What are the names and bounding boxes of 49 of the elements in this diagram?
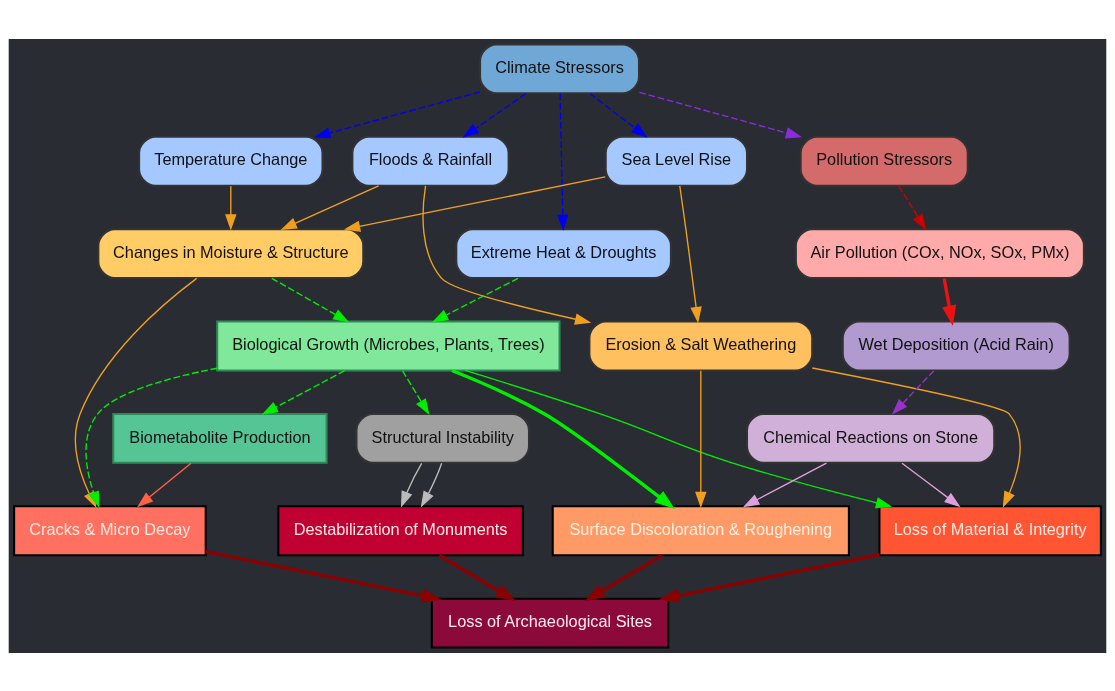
- arrow: [261, 369, 346, 415]
- arrow: [280, 184, 380, 230]
- arrow: [589, 92, 648, 138]
- arrow: [898, 185, 927, 230]
- node-box: Destabilization of Monuments: [277, 504, 524, 556]
- node-box: Loss of Archaeological Sites: [430, 597, 670, 649]
- node-box: Biological Growth (Microbes, Plants, Trees): [216, 320, 561, 371]
- arrow: [205, 549, 442, 603]
- node-box: Cracks & Micro Decay: [13, 504, 207, 556]
- arrow: [137, 462, 192, 507]
- node-box: Erosion & Salt Weathering: [588, 320, 814, 371]
- arrow: [811, 366, 1021, 508]
- node-box: Wet Deposition (Acid Rain): [841, 320, 1071, 371]
- node-box: Loss of Material & Integrity: [878, 504, 1102, 556]
- arrow: [271, 277, 350, 322]
- node-box: Climate Stressors: [479, 42, 640, 94]
- node-box: Changes in Moisture & Structure: [97, 227, 365, 279]
- arrow: [942, 277, 957, 326]
- node-box: Temperature Change: [138, 135, 324, 187]
- arrow: [584, 553, 663, 601]
- arrow: [679, 184, 702, 323]
- arrow: [438, 553, 516, 601]
- node-box: Floods & Rainfall: [351, 135, 510, 187]
- arrow: [451, 368, 675, 509]
- node-box: Structural Instability: [355, 412, 530, 464]
- arrow: [462, 92, 527, 138]
- arrow: [901, 462, 961, 507]
- arrow: [742, 461, 828, 507]
- arrow: [557, 92, 569, 231]
- arrow: [658, 552, 880, 603]
- arrow: [314, 90, 481, 138]
- arrow: [225, 185, 237, 231]
- arrow: [422, 184, 592, 325]
- arrow: [891, 369, 935, 415]
- node-box: Biometabolite Production: [112, 412, 328, 464]
- node-box: Extreme Heat & Droughts: [455, 227, 672, 279]
- arrow: [402, 369, 430, 415]
- node-box: Surface Discoloration & Roughening: [551, 504, 850, 556]
- arrow: [638, 91, 803, 138]
- arrow: [464, 369, 893, 508]
- node-box: Sea Level Rise: [604, 135, 748, 187]
- node-box: Pollution Stressors: [799, 135, 969, 187]
- node-box: Chemical Reactions on Stone: [746, 412, 996, 464]
- arrow: [400, 462, 423, 508]
- arrow: [343, 175, 606, 232]
- node-box: Air Pollution (COx, NOx, SOx, PMx): [794, 227, 1085, 279]
- arrow: [420, 462, 443, 507]
- arrow: [695, 369, 707, 508]
- arrow: [431, 277, 519, 322]
